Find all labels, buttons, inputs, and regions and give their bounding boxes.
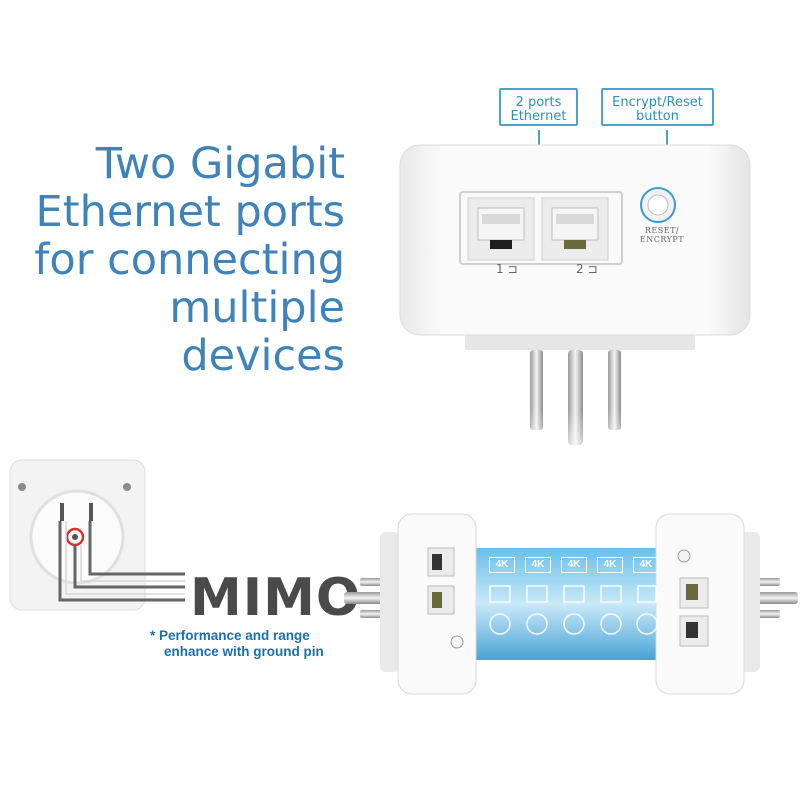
headline-line-3: for connecting xyxy=(34,235,345,285)
headline-line-2: Ethernet ports xyxy=(35,187,345,237)
ports-callout-line-1: 2 ports xyxy=(515,95,562,110)
device-reset-label: RESET/ ENCRYPT xyxy=(632,226,692,244)
mimo-note-line-1: * Performance and range xyxy=(150,628,310,643)
powerline-adapter-top xyxy=(399,130,751,470)
socket-illustration xyxy=(9,459,185,611)
port-1-label: 1 ⊐ xyxy=(496,262,518,276)
device-reset-label-line-1: RESET/ xyxy=(644,226,680,235)
ethernet-port-1 xyxy=(467,197,535,261)
headline-line-4: multiple devices xyxy=(169,283,345,381)
screw-left xyxy=(18,483,26,491)
device-reset-label-line-2: ENCRYPT xyxy=(639,235,685,244)
port-2-label: 2 ⊐ xyxy=(576,262,598,276)
port-frame xyxy=(459,191,623,265)
4k-badge: 4K xyxy=(597,557,623,573)
mimo-title: MIMO xyxy=(190,568,362,628)
reset-button-illustration xyxy=(640,187,676,223)
data-stream-band xyxy=(460,548,660,660)
4k-badge: 4K xyxy=(489,557,515,573)
reset-callout-line-2: button xyxy=(636,109,679,124)
screw-right xyxy=(123,483,131,491)
mimo-note-line-2: enhance with ground pin xyxy=(164,644,324,659)
4k-badge-row: 4K 4K 4K 4K 4K xyxy=(489,557,659,575)
ethernet-port-2 xyxy=(541,197,609,261)
mimo-leader-lines xyxy=(58,521,185,602)
reset-callout: Encrypt/Reset button xyxy=(601,88,714,126)
4k-badge: 4K xyxy=(633,557,659,573)
4k-badge: 4K xyxy=(525,557,551,573)
port-1-number: 1 xyxy=(496,262,504,276)
slot-right xyxy=(89,503,93,521)
slot-left xyxy=(60,503,64,521)
ports-callout-line-2: Ethernet xyxy=(510,109,567,124)
right-adapter-pin xyxy=(750,592,798,604)
mimo-note: * Performance and range enhance with gro… xyxy=(150,628,360,660)
adapter-pair-illustration xyxy=(344,513,798,695)
reset-callout-line-1: Encrypt/Reset xyxy=(612,95,703,110)
ports-callout: 2 ports Ethernet xyxy=(499,88,578,126)
headline-line-1: Two Gigabit xyxy=(95,139,345,189)
port-2-number: 2 xyxy=(576,262,584,276)
stream-icons xyxy=(489,585,658,635)
headline: Two Gigabit Ethernet ports for connectin… xyxy=(20,140,345,380)
4k-badge: 4K xyxy=(561,557,587,573)
ground-hole xyxy=(72,534,78,540)
